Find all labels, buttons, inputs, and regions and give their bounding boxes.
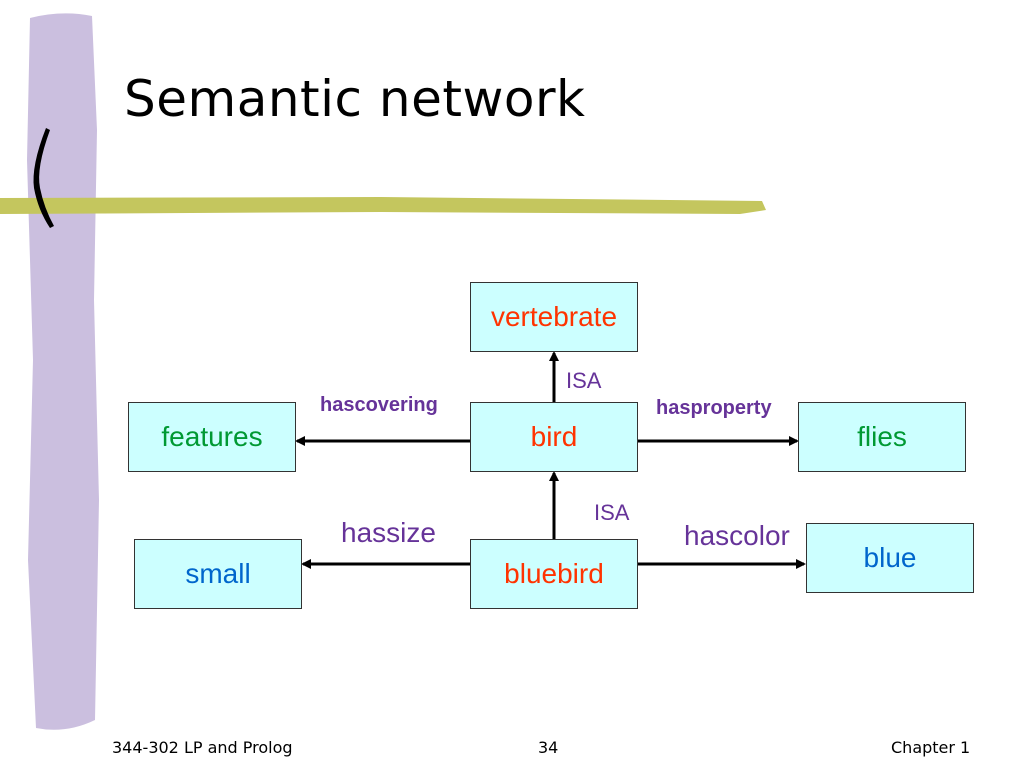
footer-page-number: 34	[538, 738, 559, 757]
node-bluebird: bluebird	[470, 539, 638, 609]
footer-chapter: Chapter 1	[891, 738, 971, 757]
node-flies: flies	[798, 402, 966, 472]
edge-label-hassize: hassize	[341, 517, 436, 548]
bracket-mark	[33, 128, 54, 228]
edge-label-hasproperty: hasproperty	[656, 397, 772, 419]
node-vertebrate: vertebrate	[470, 282, 638, 352]
node-blue: blue	[806, 523, 974, 593]
node-small: small	[134, 539, 302, 609]
edge-label-hascolor: hascolor	[684, 520, 790, 551]
edge-label-bluebird-isa: ISA	[594, 500, 630, 525]
edge-label-bird-isa: ISA	[566, 368, 602, 393]
edge-label-hascovering: hascovering	[320, 394, 438, 416]
title-stripe-shape	[0, 197, 766, 214]
node-bird: bird	[470, 402, 638, 472]
side-bar-shape	[27, 13, 99, 730]
footer-course: 344-302 LP and Prolog	[112, 738, 293, 757]
node-features: features	[128, 402, 296, 472]
slide-title: Semantic network	[124, 70, 586, 128]
